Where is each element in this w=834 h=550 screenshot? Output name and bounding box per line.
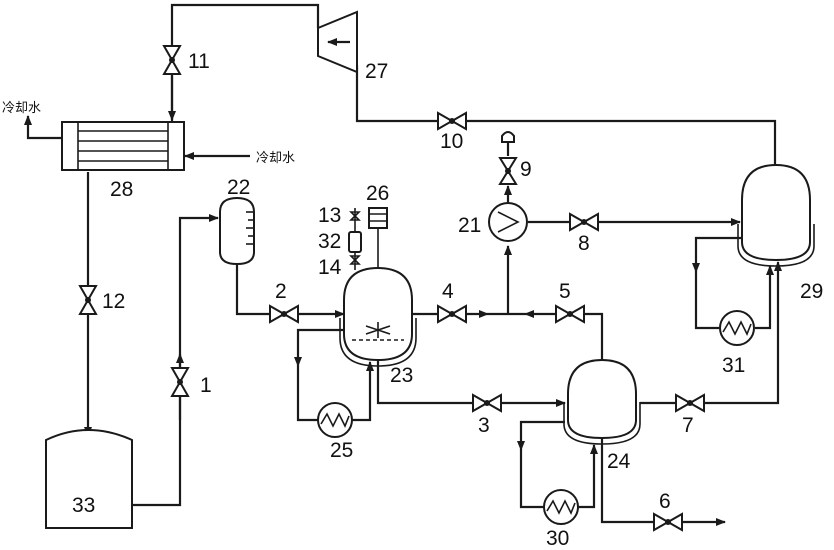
label-3: 3 bbox=[478, 414, 490, 437]
vessel-22 bbox=[220, 198, 254, 264]
cooling-water-out-label: 冷却水 bbox=[2, 101, 41, 116]
label-6: 6 bbox=[659, 490, 671, 513]
heater-30 bbox=[544, 490, 578, 524]
label-30: 30 bbox=[546, 527, 569, 550]
valve-8[interactable] bbox=[570, 214, 598, 230]
valve-10[interactable] bbox=[438, 113, 466, 129]
valve-12[interactable] bbox=[80, 286, 96, 314]
cooling-water-in-label: 冷却水 bbox=[256, 151, 295, 166]
label-23: 23 bbox=[390, 364, 413, 387]
label-32: 32 bbox=[318, 230, 341, 253]
label-26: 26 bbox=[366, 182, 389, 205]
valve-4[interactable] bbox=[438, 306, 466, 322]
vent-9 bbox=[502, 132, 514, 142]
label-25: 25 bbox=[330, 439, 353, 462]
label-5: 5 bbox=[559, 280, 571, 303]
label-2: 2 bbox=[275, 280, 287, 303]
pump-21 bbox=[489, 203, 527, 241]
label-28: 28 bbox=[110, 178, 133, 201]
stirrer-motor-26 bbox=[369, 208, 387, 228]
turbine-27 bbox=[318, 12, 357, 72]
label-31: 31 bbox=[722, 354, 745, 377]
label-7: 7 bbox=[682, 414, 694, 437]
label-4: 4 bbox=[442, 280, 454, 303]
valve-7[interactable] bbox=[676, 395, 704, 411]
label-24: 24 bbox=[607, 450, 631, 473]
label-13: 13 bbox=[318, 204, 341, 227]
label-29: 29 bbox=[800, 280, 823, 303]
valve-2[interactable] bbox=[270, 306, 298, 322]
label-14: 14 bbox=[318, 256, 342, 279]
valve-1[interactable] bbox=[172, 368, 188, 396]
valve-11[interactable] bbox=[164, 46, 180, 74]
vessel-24 bbox=[564, 360, 640, 444]
label-8: 8 bbox=[578, 232, 590, 255]
valve-6[interactable] bbox=[654, 514, 682, 530]
vessel-29 bbox=[738, 165, 814, 266]
label-10: 10 bbox=[440, 130, 463, 153]
label-9: 9 bbox=[520, 158, 532, 181]
pipes bbox=[28, 5, 778, 522]
valve-5[interactable] bbox=[556, 306, 584, 322]
condenser-28 bbox=[62, 122, 184, 170]
label-33: 33 bbox=[72, 494, 95, 517]
label-21: 21 bbox=[458, 214, 481, 237]
label-22: 22 bbox=[227, 176, 250, 199]
label-12: 12 bbox=[102, 290, 125, 313]
heater-25 bbox=[318, 403, 352, 437]
valve-9[interactable] bbox=[500, 158, 516, 184]
label-11: 11 bbox=[188, 50, 210, 73]
label-27: 27 bbox=[365, 60, 388, 83]
heater-31 bbox=[720, 311, 754, 345]
filter-32 bbox=[349, 212, 361, 264]
valve-3[interactable] bbox=[473, 395, 501, 411]
label-1: 1 bbox=[200, 374, 212, 397]
reactor-23 bbox=[340, 268, 416, 366]
